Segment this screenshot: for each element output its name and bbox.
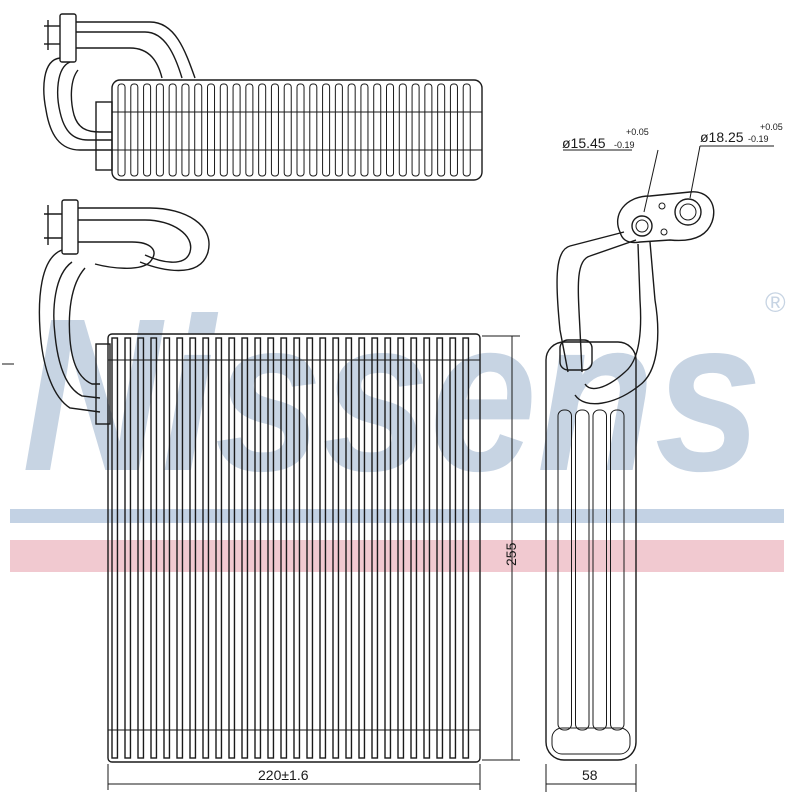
front-fin: [319, 337, 327, 759]
front-fin: [111, 337, 119, 759]
top-fin: [155, 83, 164, 177]
top-fin: [386, 83, 395, 177]
top-fin: [194, 83, 203, 177]
top-fin: [232, 83, 241, 177]
top-fin: [270, 83, 279, 177]
side-channel: [575, 409, 590, 731]
front-fin: [189, 337, 197, 759]
front-fin: [150, 337, 158, 759]
top-fin: [437, 83, 446, 177]
front-view-fins: [108, 337, 480, 759]
top-fin: [411, 83, 420, 177]
side-channel: [592, 409, 607, 731]
front-fin: [345, 337, 353, 759]
side-view-channels: [551, 409, 631, 755]
top-view: [43, 13, 483, 181]
front-fin: [228, 337, 236, 759]
watermark-logo: Nissens: [22, 274, 762, 517]
front-fin: [410, 337, 418, 759]
top-fin: [462, 83, 471, 177]
front-fin: [306, 337, 314, 759]
small-port-tolerance-upper: +0.05: [626, 127, 649, 137]
front-fin: [176, 337, 184, 759]
top-fin: [117, 83, 126, 177]
front-fin: [241, 337, 249, 759]
top-fin: [322, 83, 331, 177]
front-fin: [124, 337, 132, 759]
front-fin: [267, 337, 275, 759]
top-fin: [424, 83, 433, 177]
width-dimension-label: 220±1.6: [258, 767, 309, 783]
top-view-fins: [117, 83, 471, 177]
large-port-tolerance-lower: -0.19: [748, 134, 769, 144]
front-fin: [293, 337, 301, 759]
front-fin: [254, 337, 262, 759]
front-fin: [449, 337, 457, 759]
front-fin: [332, 337, 340, 759]
top-fin: [373, 83, 382, 177]
top-fin: [181, 83, 190, 177]
front-fin: [397, 337, 405, 759]
watermark: Nissens ®: [10, 274, 786, 572]
side-view: 58 ø15.45 +0.05 -0.19 ø18.25 +0.05 -0.19: [545, 122, 783, 792]
top-fin: [398, 83, 407, 177]
top-fin: [283, 83, 292, 177]
front-fin: [137, 337, 145, 759]
top-fin: [347, 83, 356, 177]
watermark-registered-mark: ®: [765, 287, 786, 318]
small-port-tolerance-lower: -0.19: [614, 140, 635, 150]
front-view: 255 220±1.6: [2, 199, 520, 790]
top-fin: [449, 83, 458, 177]
top-fin: [207, 83, 216, 177]
depth-dimension-label: 58: [582, 767, 598, 783]
side-channel: [557, 409, 572, 731]
top-fin: [360, 83, 369, 177]
front-fin: [215, 337, 223, 759]
large-port-tolerance-upper: +0.05: [760, 122, 783, 132]
top-fin: [143, 83, 152, 177]
front-fin: [371, 337, 379, 759]
top-fin: [219, 83, 228, 177]
front-fin: [384, 337, 392, 759]
large-port-diameter-label: ø18.25: [700, 129, 744, 145]
front-fin: [358, 337, 366, 759]
top-fin: [309, 83, 318, 177]
small-port-diameter-label: ø15.45: [562, 135, 606, 151]
height-dimension-label: 255: [503, 542, 519, 566]
front-fin: [202, 337, 210, 759]
watermark-red-band: [10, 540, 784, 572]
top-fin: [258, 83, 267, 177]
front-fin: [436, 337, 444, 759]
top-fin: [296, 83, 305, 177]
top-fin: [245, 83, 254, 177]
front-fin: [462, 337, 470, 759]
side-channel: [610, 409, 625, 731]
front-fin: [280, 337, 288, 759]
top-fin: [130, 83, 139, 177]
front-fin: [163, 337, 171, 759]
large-port-icon: [674, 198, 702, 226]
small-port-icon: [631, 215, 653, 237]
top-fin: [334, 83, 343, 177]
side-bottom-tank: [551, 727, 631, 755]
top-fin: [168, 83, 177, 177]
front-fin: [423, 337, 431, 759]
